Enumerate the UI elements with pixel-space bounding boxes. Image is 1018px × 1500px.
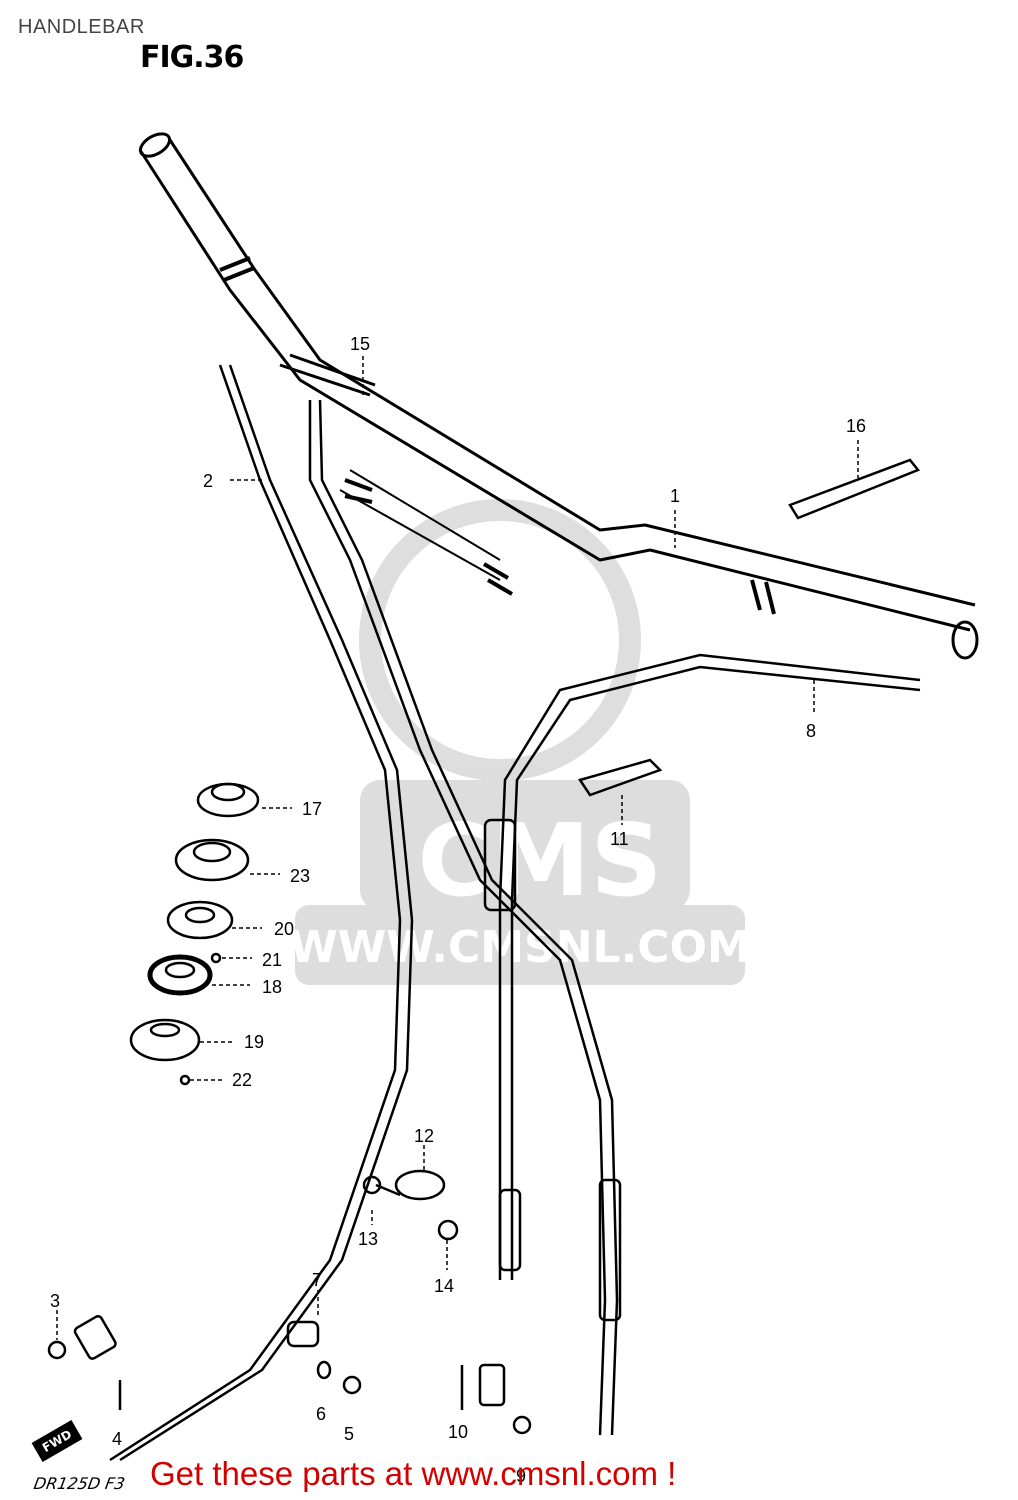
part-5 bbox=[342, 1375, 362, 1395]
part-11 bbox=[578, 758, 663, 797]
callout-21: 21 bbox=[262, 950, 282, 970]
callout-17: 17 bbox=[302, 799, 322, 819]
callout-13: 13 bbox=[358, 1229, 378, 1249]
handlebar-left-end bbox=[138, 132, 172, 158]
page-title: HANDLEBAR bbox=[18, 16, 145, 38]
callout-1: 1 bbox=[670, 486, 680, 506]
model-code: DR125D F3 bbox=[32, 1474, 127, 1493]
part-20 bbox=[166, 900, 234, 940]
part-18 bbox=[147, 954, 213, 996]
part-6 bbox=[316, 1360, 332, 1380]
callout-12: 12 bbox=[414, 1126, 434, 1146]
part-22 bbox=[179, 1074, 191, 1086]
callout-23: 23 bbox=[290, 866, 310, 886]
callout-6: 6 bbox=[316, 1404, 326, 1424]
part-13 bbox=[362, 1175, 401, 1197]
cable-2 bbox=[109, 364, 402, 1462]
watermark-logo-text: CMS bbox=[418, 802, 663, 919]
callout-14: 14 bbox=[434, 1276, 454, 1296]
handlebar-grip-bands bbox=[219, 256, 776, 615]
part-3 bbox=[47, 1340, 67, 1360]
callout-4: 4 bbox=[112, 1429, 122, 1449]
small-parts bbox=[47, 458, 921, 1435]
callout-10: 10 bbox=[448, 1422, 468, 1442]
callout-5: 5 bbox=[344, 1424, 354, 1444]
watermark-logo-figure bbox=[359, 499, 641, 781]
watermark: CMS WWW.CMSNL.COM bbox=[289, 499, 751, 985]
part-7 bbox=[286, 1320, 320, 1348]
callout-9: 9 bbox=[516, 1466, 526, 1486]
figure-label: FIG.36 bbox=[140, 40, 244, 75]
callout-3: 3 bbox=[50, 1291, 60, 1311]
cable-8 bbox=[498, 653, 921, 1280]
part-16 bbox=[788, 458, 921, 520]
leader-lines bbox=[56, 356, 859, 1340]
callout-11: 11 bbox=[610, 829, 629, 849]
cable-main bbox=[308, 400, 607, 1436]
callout-labels: 1 2 3 4 5 6 7 8 9 10 11 12 13 14 15 16 1… bbox=[50, 334, 866, 1486]
handlebar-part bbox=[138, 132, 979, 660]
part-14 bbox=[437, 1219, 459, 1241]
callout-16: 16 bbox=[846, 416, 866, 436]
callout-2: 2 bbox=[203, 471, 213, 491]
part-12 bbox=[394, 1169, 446, 1201]
callout-8: 8 bbox=[806, 721, 816, 741]
callout-18: 18 bbox=[262, 977, 282, 997]
callout-19: 19 bbox=[244, 1032, 264, 1052]
watermark-url-text: WWW.CMSNL.COM bbox=[289, 922, 751, 973]
part-19 bbox=[129, 1018, 201, 1062]
watermark-logo-block bbox=[360, 780, 690, 910]
callout-20: 20 bbox=[274, 919, 294, 939]
callout-7: 7 bbox=[312, 1270, 322, 1290]
part-23 bbox=[174, 838, 250, 882]
part-21 bbox=[210, 952, 222, 964]
footer-banner-link[interactable]: Get these parts at www.cmsnl.com ! bbox=[150, 1455, 677, 1492]
part-9 bbox=[512, 1415, 532, 1435]
handlebar-right-end bbox=[951, 620, 979, 660]
watermark-url-block bbox=[295, 905, 745, 985]
callout-15: 15 bbox=[350, 334, 370, 354]
part-17 bbox=[196, 782, 260, 818]
callout-22: 22 bbox=[232, 1070, 252, 1090]
